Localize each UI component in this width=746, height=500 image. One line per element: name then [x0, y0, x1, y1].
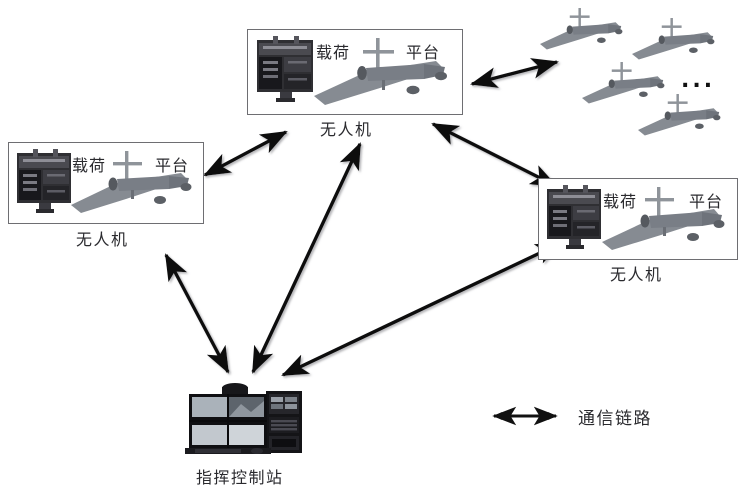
console-desk: [185, 448, 271, 454]
uav-left-payload-label: 载荷: [72, 156, 107, 175]
link-uav-top-uav-left: [203, 130, 288, 177]
swarm-uav-3: [582, 62, 665, 104]
swarm-uav-4: [638, 94, 721, 136]
uav-top-graphics: [257, 36, 447, 105]
legend-label: 通信链路: [578, 409, 652, 429]
uav-aircraft-icon: [71, 151, 192, 213]
uav-top-caption: 无人机: [320, 120, 373, 139]
console-monitor-bank: [189, 394, 267, 448]
ground-control-station-caption: 指挥控制站: [196, 468, 284, 487]
link-uav-top-uav-right: [431, 122, 558, 188]
uav-node-top[interactable]: 载荷 平台: [247, 29, 463, 115]
link-uav-top-uav-swarm: [470, 58, 559, 88]
swarm-uav-2: [632, 18, 715, 60]
console-top-dome: [222, 383, 248, 394]
uav-right-caption: 无人机: [610, 265, 663, 284]
engine-module-icon: [17, 149, 71, 213]
uav-right-graphics: [547, 185, 725, 250]
uav-right-payload-label: 载荷: [603, 192, 638, 211]
ground-control-station[interactable]: [181, 382, 305, 460]
uav-right-platform-label: 平台: [689, 192, 724, 211]
console-side-rack: [266, 391, 302, 453]
uav-aircraft-icon: [602, 187, 725, 250]
uav-aircraft-icon: [314, 38, 447, 105]
link-uav-left-ground-station: [164, 253, 230, 374]
uav-node-left[interactable]: 载荷 平台: [8, 142, 204, 224]
uav-top-payload-label: 载荷: [316, 43, 351, 62]
engine-module-icon: [257, 36, 313, 102]
uav-left-platform-label: 平台: [155, 156, 190, 175]
uav-left-caption: 无人机: [76, 230, 129, 249]
legend-arrow-symbol: [492, 406, 558, 426]
swarm-ellipsis: ...: [681, 68, 716, 93]
link-uav-right-ground-station: [281, 241, 563, 377]
engine-module-icon: [547, 185, 601, 249]
uav-swarm-group[interactable]: [520, 4, 746, 136]
uav-node-right[interactable]: 载荷 平台: [538, 178, 738, 260]
uav-left-graphics: [17, 149, 192, 213]
link-uav-top-ground-station: [251, 142, 362, 374]
swarm-uav-1: [540, 8, 623, 50]
uav-top-platform-label: 平台: [406, 43, 441, 62]
